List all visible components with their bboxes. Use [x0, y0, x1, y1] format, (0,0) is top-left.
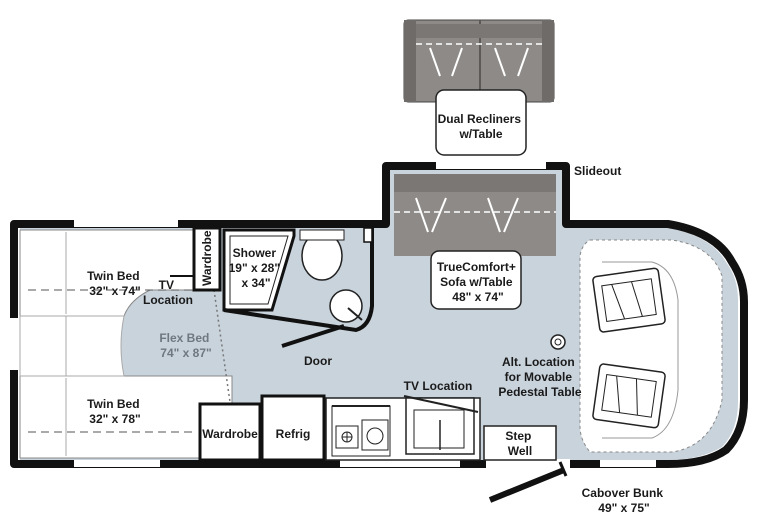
- cabover-bunk-label: Cabover Bunk 49" x 75": [582, 486, 667, 515]
- wardrobe-top-label: Wardrobe: [200, 230, 214, 286]
- entry-door-gap: [486, 459, 570, 469]
- dual-recliners-label: Dual Recliners w/Table: [438, 112, 525, 141]
- tv-location-left-label: TV Location: [143, 278, 193, 307]
- alt-location-label: Alt. Location for Movable Pedestal Table: [498, 355, 581, 399]
- cab-seat-passenger: [592, 363, 666, 429]
- flex-bed: [19, 315, 125, 377]
- dual-recliners: Dual Recliners w/Table: [403, 19, 555, 156]
- step-well: [483, 425, 557, 461]
- toilet: [299, 229, 345, 281]
- cab-seat-outline: [602, 261, 679, 439]
- bathroom-sink: [329, 289, 363, 323]
- wardrobe-bottom: [198, 402, 262, 462]
- entry-door: [488, 467, 566, 503]
- refrig-label: Refrig: [276, 427, 311, 441]
- shower: [222, 228, 296, 312]
- bathroom-wall: [223, 228, 374, 333]
- step-well-label: Step Well: [505, 429, 534, 458]
- wardrobe-bottom-label: Wardrobe: [202, 427, 258, 441]
- tv-location-kitchen-label: TV Location: [404, 379, 473, 393]
- refrigerator: [260, 394, 326, 462]
- cooktop: [335, 425, 359, 449]
- twin-bed-bottom-label: Twin Bed 32" x 78": [87, 397, 143, 426]
- wardrobe-top: [192, 226, 222, 292]
- twin-bed-top-label: Twin Bed 32" x 74": [87, 269, 143, 298]
- bathroom-door: [281, 324, 345, 348]
- flex-bed-label: Flex Bed 74" x 87": [159, 331, 212, 360]
- tv-location-kitchen: [403, 395, 479, 455]
- exterior-walls: [10, 162, 748, 468]
- shower-label: Shower 19" x 28" x 34": [229, 246, 284, 290]
- cab-seat-driver: [592, 267, 666, 333]
- door-label: Door: [304, 354, 332, 368]
- kitchen-sink: [361, 419, 389, 451]
- sofa-table: [430, 250, 522, 310]
- sofa-label: TrueComfort+ Sofa w/Table 48" x 74": [437, 260, 519, 304]
- windows: [10, 162, 656, 467]
- slideout-label: Slideout: [574, 164, 621, 178]
- recliner-table: [435, 89, 527, 156]
- sofa: [394, 174, 556, 310]
- pedestal-table-marker: [550, 334, 566, 350]
